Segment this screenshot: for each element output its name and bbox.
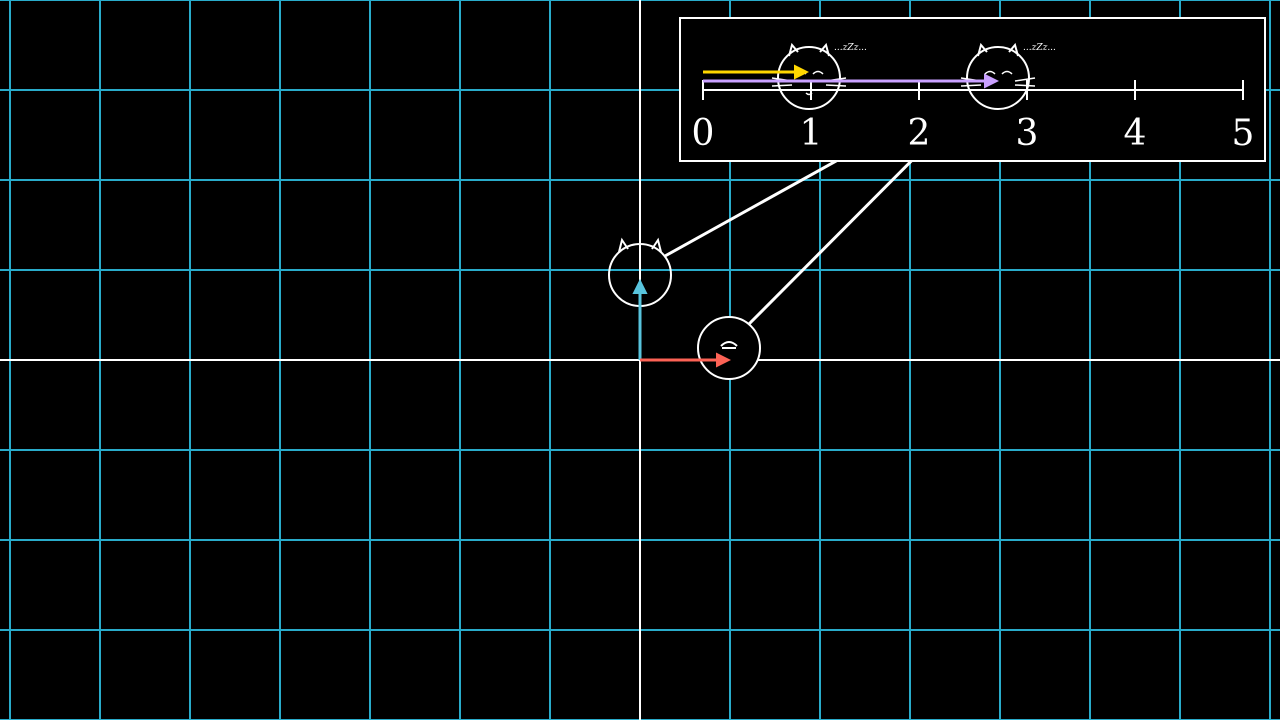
- tick-label: 3: [1016, 113, 1039, 154]
- tick-label: 2: [908, 113, 931, 154]
- cat-face-icon: [697, 316, 761, 380]
- cat-face-icon: [960, 42, 1036, 110]
- number-line-inset: 0 1 2 3 4 5 ...zZz...: [679, 17, 1266, 162]
- zzz-icon: ...zZz...: [1023, 43, 1056, 53]
- tick-label: 0: [692, 113, 715, 154]
- tick-label: 4: [1124, 113, 1147, 154]
- tick-label: 5: [1232, 113, 1255, 154]
- zzz-icon: ...zZz...: [834, 43, 867, 53]
- tick-label: 1: [800, 113, 823, 154]
